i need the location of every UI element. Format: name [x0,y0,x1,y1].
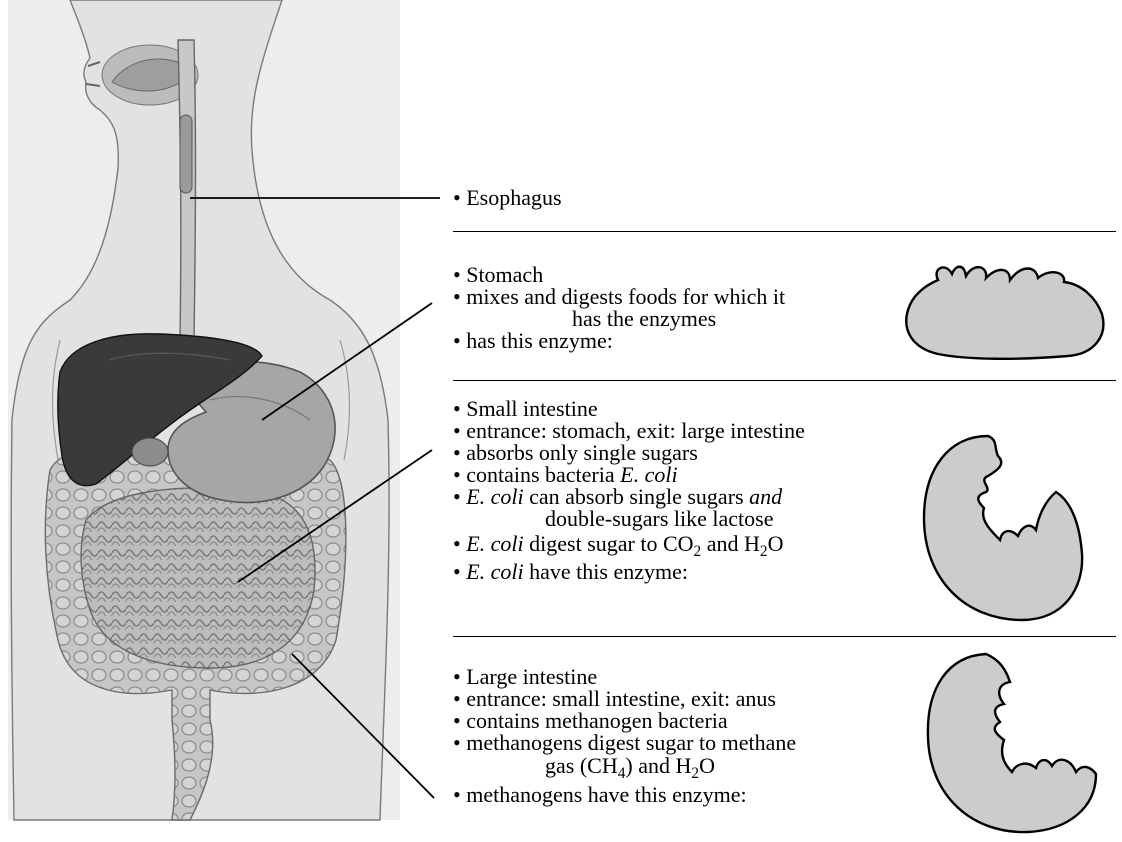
small-intestine-title: • Small intestine [453,398,598,420]
small-intestine-line-6: double-sugars like lactose [545,508,774,530]
stomach-enzyme-shape [898,258,1110,362]
stomach-title: • Stomach [453,264,543,286]
small-intestine-line-8: • E. coli have this enzyme: [453,561,688,583]
large-intestine-line-6: • methanogens have this enzyme: [453,784,747,806]
separator-1 [453,231,1116,232]
large-intestine-line-5: gas (CH4) and H2O [545,755,715,777]
separator-3 [453,636,1116,637]
large-intestine-line-2: • entrance: small intestine, exit: anus [453,688,776,710]
large-intestine-line-3: • contains methanogen bacteria [453,710,728,732]
large-intestine-enzyme-shape [920,648,1104,836]
small-intestine-line-7: • E. coli digest sugar to CO2 and H2O [453,533,783,555]
small-intestine-enzyme-shape [918,430,1088,624]
large-intestine-title: • Large intestine [453,666,597,688]
small-intestine-line-2: • entrance: stomach, exit: large intesti… [453,420,805,442]
small-intestine [81,488,315,668]
large-intestine-line-4: • methanogens digest sugar to methane [453,732,796,754]
separator-2 [453,380,1116,381]
stomach-line-2: • mixes and digests foods for which it [453,286,785,308]
digestive-system-illustration [0,0,410,842]
stomach-line-4: • has this enzyme: [453,330,613,352]
stomach-line-3: has the enzymes [572,308,716,330]
esophagus-label: • Esophagus [453,187,562,209]
small-intestine-line-4: • contains bacteria E. coli [453,464,678,486]
small-intestine-line-3: • absorbs only single sugars [453,442,698,464]
small-intestine-line-5: • E. coli can absorb single sugars and [453,486,782,508]
